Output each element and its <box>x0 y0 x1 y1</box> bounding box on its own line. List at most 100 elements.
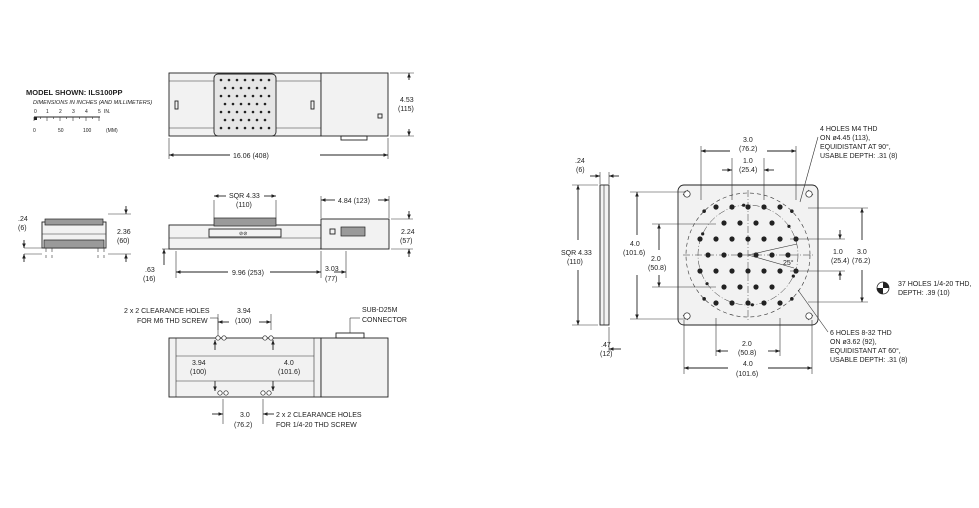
carriage-right3-dim: 3.0 (76.2) <box>808 207 870 303</box>
carriage-hole-quarter-20 <box>761 268 767 274</box>
end-total-mm: (60) <box>117 238 129 245</box>
bottom-right-spacing-in: 4.0 <box>284 360 294 367</box>
carriage-hole <box>247 118 251 122</box>
carriage-sqr-mm: (110) <box>567 259 583 266</box>
carriage-hole <box>219 78 223 82</box>
carriage-bot2-mm: (50.8) <box>738 350 756 357</box>
carriage-hole <box>219 94 223 98</box>
scale-mm-unit: (MM) <box>106 128 118 134</box>
quarter-holes-line1: 2 x 2 CLEARANCE HOLES <box>276 412 362 419</box>
carriage-hole <box>227 110 231 114</box>
carriage-span4-dim: 4.0 (101.6) <box>623 191 686 320</box>
end-view: .24 (6) 2.36 (60) <box>18 206 131 262</box>
carriage-offset-dim: .47 (12) <box>600 327 621 358</box>
carriage-hole <box>239 118 243 122</box>
model-title: MODEL SHOWN: ILS100PP <box>26 88 123 97</box>
carriage-hole-m4 <box>702 297 706 301</box>
scale-mm-50: 50 <box>58 128 64 134</box>
carriage-hole-quarter-20 <box>713 236 719 242</box>
end-thickness-in: .24 <box>18 216 28 223</box>
carriage-hole-m4 <box>702 209 706 213</box>
top-view <box>168 72 389 141</box>
h37-line2: DEPTH: .39 (10) <box>898 290 950 297</box>
carriage-span4-mm: (101.6) <box>623 250 645 257</box>
carriage-span2-in: 2.0 <box>651 256 661 263</box>
carriage-r1-mm: (25.4) <box>831 258 849 265</box>
scale-bar: 0 1 2 3 4 5 IN. 0 50 100 (MM) <box>33 109 118 134</box>
bottom-quarter-callout: 2 x 2 CLEARANCE HOLES FOR 1/4-20 THD SCR… <box>276 412 362 429</box>
carriage-hole <box>227 94 231 98</box>
side-span-dim: 9.96 (253) 3.03 (77) <box>175 251 347 283</box>
carriage-hole-quarter-20 <box>769 252 775 258</box>
carriage-hole-quarter-20 <box>745 300 751 306</box>
carriage-hole-quarter-20 <box>729 204 735 210</box>
h6-line1: 6 HOLES 8-32 THD <box>830 330 892 337</box>
connector-line1: SUB-D25M <box>362 307 398 314</box>
carriage-hole-m4 <box>790 297 794 301</box>
m6-holes-line1: 2 x 2 CLEARANCE HOLES <box>124 308 210 315</box>
carriage-thickness-dim: .24 (6) <box>575 158 619 184</box>
carriage-hole-quarter-20 <box>769 284 775 290</box>
top-height-mm: (115) <box>398 106 414 113</box>
carriage-hole-quarter-20 <box>745 268 751 274</box>
carriage-hole-quarter-20 <box>745 204 751 210</box>
carriage-top1-mm: (25.4) <box>739 167 757 174</box>
carriage-hole <box>231 102 235 106</box>
carriage-hole <box>251 126 255 130</box>
carriage-hole <box>267 94 271 98</box>
carriage-hole-quarter-20 <box>761 236 767 242</box>
carriage-hole-quarter-20 <box>729 268 735 274</box>
carriage-bot2-in: 2.0 <box>742 341 752 348</box>
h37-line1: 37 HOLES 1/4-20 THD, <box>898 281 971 288</box>
scale-inch-0: 0 <box>34 109 37 115</box>
scale-inch-unit: IN. <box>104 109 110 115</box>
carriage-hole-quarter-20 <box>713 300 719 306</box>
m4-holes-callout: 4 HOLES M4 THD ON ø4.45 (113), EQUIDISTA… <box>799 126 897 203</box>
carriage-hole <box>263 86 267 90</box>
end-total-in: 2.36 <box>117 229 131 236</box>
m6-holes-line2: FOR M6 THD SCREW <box>137 318 208 325</box>
bottom-left-spacing-in: 3.94 <box>192 360 206 367</box>
carriage-span4-in: 4.0 <box>630 241 640 248</box>
bottom-left-spacing-mm: (100) <box>190 369 206 376</box>
carriage-hole <box>231 118 235 122</box>
carriage-hole-quarter-20 <box>697 268 703 274</box>
bottom-top-spacing-dim: 3.94 (100) <box>217 308 272 330</box>
top-length: 16.06 (408) <box>233 153 269 160</box>
carriage-hole-quarter-20 <box>785 252 791 258</box>
carriage-hole-quarter-20 <box>721 284 727 290</box>
carriage-thickness-mm: (6) <box>576 167 585 174</box>
carriage-r3-mm: (76.2) <box>852 258 870 265</box>
side-sqr-in: SQR 4.33 <box>229 193 260 200</box>
bottom-bottom-spacing-in: 3.0 <box>240 412 250 419</box>
carriage-hole-quarter-20 <box>729 236 735 242</box>
m4-line2: ON ø4.45 (113), <box>820 135 870 142</box>
carriage-hole-8-32 <box>742 203 746 207</box>
carriage-hole-quarter-20 <box>745 236 751 242</box>
carriage-hole <box>263 118 267 122</box>
bottom-right-spacing-dim: 4.0 (101.6) <box>271 340 300 391</box>
top-height-in: 4.53 <box>400 97 414 104</box>
side-height-dim: 2.24 (57) <box>391 211 415 257</box>
side-height-in: 2.24 <box>401 229 415 236</box>
carriage-hole <box>255 118 259 122</box>
carriage-hole <box>243 94 247 98</box>
carriage-bot4-mm: (101.6) <box>736 371 758 378</box>
carriage-hole-8-32 <box>750 303 754 307</box>
carriage-hole <box>223 102 227 106</box>
carriage-span2-dim: 2.0 (50.8) <box>648 223 716 288</box>
carriage-hole <box>235 94 239 98</box>
scale-mm-0: 0 <box>33 128 36 134</box>
carriage-hole-8-32 <box>787 224 791 228</box>
carriage-hole <box>263 102 267 106</box>
carriage-hole <box>235 110 239 114</box>
carriage-side-profile <box>599 184 610 326</box>
header-block: MODEL SHOWN: ILS100PP DIMENSIONS IN INCH… <box>26 88 152 106</box>
carriage-hole <box>255 102 259 106</box>
scale-inch-4: 4 <box>85 109 88 115</box>
scale-inch-2: 2 <box>59 109 62 115</box>
bottom-bottom-spacing-dim: 3.0 (76.2) <box>212 399 274 429</box>
carriage-hole <box>243 110 247 114</box>
carriage-bot2-dim: 2.0 (50.8) <box>715 318 781 357</box>
carriage-hole-quarter-20 <box>769 220 775 226</box>
